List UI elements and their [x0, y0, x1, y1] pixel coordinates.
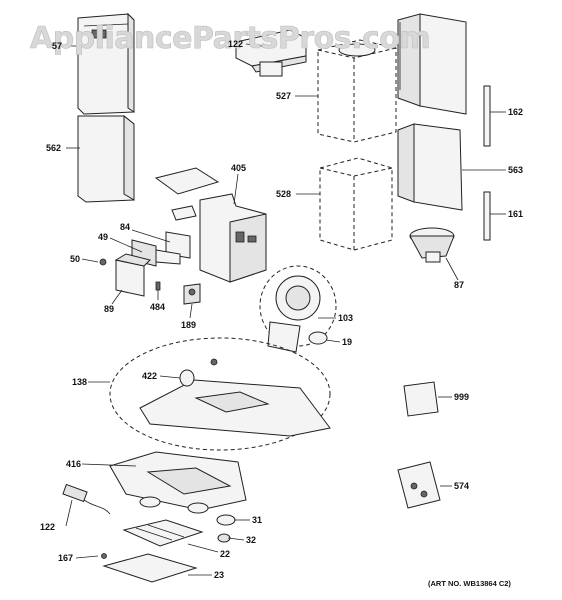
fan-box-drawing — [199, 193, 267, 283]
part-label-32[interactable]: 32 — [246, 535, 256, 545]
duct-cover-right-lower-drawing — [397, 123, 463, 211]
leader-lines — [65, 43, 506, 576]
part-label-999[interactable]: 999 — [454, 392, 469, 402]
transition-housing-drawing — [409, 227, 455, 263]
clip-484-drawing — [155, 281, 161, 291]
upper-frame-drawing — [317, 39, 397, 143]
duct-cover-lower-drawing — [77, 114, 135, 203]
part-label-562[interactable]: 562 — [46, 143, 61, 153]
switch-189-drawing — [183, 283, 201, 305]
lower-frame-drawing — [319, 157, 393, 251]
part-label-138[interactable]: 138 — [72, 377, 87, 387]
part-label-50[interactable]: 50 — [70, 254, 80, 264]
duct-cover-upper-drawing — [77, 12, 135, 115]
part-label-87[interactable]: 87 — [454, 280, 464, 290]
duct-adapter-drawing — [235, 29, 307, 77]
trim-strip-161-drawing — [483, 191, 491, 241]
part-label-84[interactable]: 84 — [120, 222, 130, 232]
part-label-563[interactable]: 563 — [508, 165, 523, 175]
part-label-162[interactable]: 162 — [508, 107, 523, 117]
part-label-19[interactable]: 19 — [342, 337, 352, 347]
part-label-103[interactable]: 103 — [338, 313, 353, 323]
lower-hood-panel-drawing — [109, 451, 247, 514]
part-label-49[interactable]: 49 — [98, 232, 108, 242]
part-label-122[interactable]: 122 — [40, 522, 55, 532]
part-label-31[interactable]: 31 — [252, 515, 262, 525]
lamp-lens-drawing — [216, 514, 236, 543]
mounting-bracket-drawing — [397, 461, 441, 509]
part-labels: 57 122 527 162 562 563 405 528 161 84 49… — [40, 39, 523, 580]
grease-filter-drawing — [122, 519, 204, 547]
part-label-422[interactable]: 422 — [142, 371, 157, 381]
part-label-161[interactable]: 161 — [508, 209, 523, 219]
part-label-22[interactable]: 22 — [220, 549, 230, 559]
part-label-484[interactable]: 484 — [150, 302, 165, 312]
light-socket-drawing — [62, 483, 111, 515]
art-number: (ART NO. WB13864 C2) — [428, 579, 511, 588]
part-label-528[interactable]: 528 — [276, 189, 291, 199]
trim-strip-162-drawing — [483, 85, 491, 147]
manual-drawing — [403, 381, 439, 417]
part-label-57[interactable]: 57 — [52, 41, 62, 51]
blower-assembly-drawing — [259, 265, 337, 353]
junction-box-drawing — [114, 253, 151, 297]
duct-cover-right-upper-drawing — [397, 13, 467, 115]
part-label-405[interactable]: 405 — [231, 163, 246, 173]
watermark-text: AppliancePartsPros.com — [30, 21, 430, 56]
part-label-23[interactable]: 23 — [214, 570, 224, 580]
bottom-glass-drawing — [101, 553, 198, 583]
part-label-89[interactable]: 89 — [104, 304, 114, 314]
hood-body-drawing — [109, 337, 331, 451]
part-label-574[interactable]: 574 — [454, 481, 469, 491]
screw-50-drawing — [99, 258, 107, 266]
part-label-122-top[interactable]: 122 — [228, 39, 243, 49]
part-label-167[interactable]: 167 — [58, 553, 73, 563]
top-plate-drawing — [154, 167, 220, 221]
part-label-416[interactable]: 416 — [66, 459, 81, 469]
part-label-189[interactable]: 189 — [181, 320, 196, 330]
capacitor-drawing — [308, 331, 328, 345]
part-label-527[interactable]: 527 — [276, 91, 291, 101]
